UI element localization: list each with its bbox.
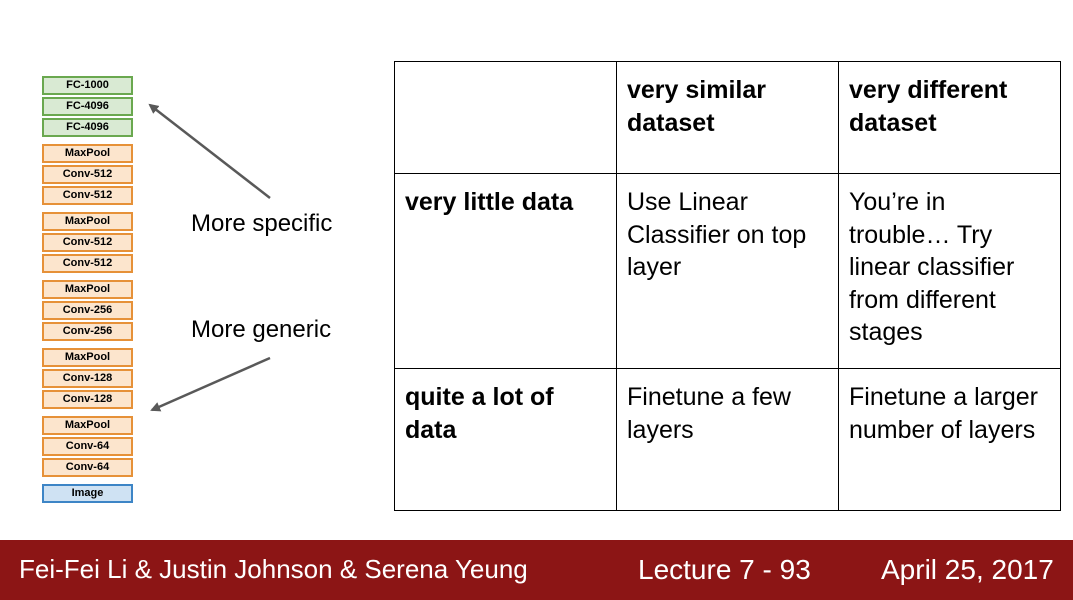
arrows xyxy=(148,103,271,412)
layer-conv-512: Conv-512 xyxy=(42,186,133,205)
cell-lot-different: Finetune a larger number of layers xyxy=(838,368,1061,511)
layer-conv-256: Conv-256 xyxy=(42,301,133,320)
layer-maxpool: MaxPool xyxy=(42,144,133,163)
layer-conv-64: Conv-64 xyxy=(42,458,133,477)
layer-conv-128: Conv-128 xyxy=(42,390,133,409)
layer-conv-256: Conv-256 xyxy=(42,322,133,341)
header-very-similar: very similar dataset xyxy=(616,61,839,174)
table-row: quite a lot of data Finetune a few layer… xyxy=(394,368,1061,511)
layer-conv-512: Conv-512 xyxy=(42,254,133,273)
layer-maxpool: MaxPool xyxy=(42,416,133,435)
annotation-more-generic: More generic xyxy=(191,316,332,343)
layer-conv-512: Conv-512 xyxy=(42,233,133,252)
layer-maxpool: MaxPool xyxy=(42,212,133,231)
arrow-specific xyxy=(148,103,271,199)
row-label-lot-of-data: quite a lot of data xyxy=(394,368,617,511)
layer-conv-512: Conv-512 xyxy=(42,165,133,184)
transfer-learning-table: very similar dataset very different data… xyxy=(394,61,1061,511)
layer-fc-4096: FC-4096 xyxy=(42,97,133,116)
layer-maxpool: MaxPool xyxy=(42,280,133,299)
row-label-little-data: very little data xyxy=(394,173,617,369)
arrow-generic xyxy=(150,356,271,412)
table-header-row: very similar dataset very different data… xyxy=(394,61,1061,174)
layer-image: Image xyxy=(42,484,133,503)
footer-lecture: Lecture 7 - 93 xyxy=(638,554,811,585)
layer-conv-128: Conv-128 xyxy=(42,369,133,388)
cell-lot-similar: Finetune a few layers xyxy=(616,368,839,511)
cell-little-similar: Use Linear Classifier on top layer xyxy=(616,173,839,369)
table-row: very little data Use Linear Classifier o… xyxy=(394,173,1061,369)
footer-authors: Fei-Fei Li & Justin Johnson & Serena Yeu… xyxy=(19,554,528,584)
layer-maxpool: MaxPool xyxy=(42,348,133,367)
annotation-more-specific: More specific xyxy=(191,210,333,237)
footer-date: April 25, 2017 xyxy=(881,554,1054,585)
footer-bar: Fei-Fei Li & Justin Johnson & Serena Yeu… xyxy=(0,540,1073,600)
header-corner-cell xyxy=(394,61,617,174)
layer-fc-1000: FC-1000 xyxy=(42,76,133,95)
header-very-different: very different dataset xyxy=(838,61,1061,174)
layer-fc-4096: FC-4096 xyxy=(42,118,133,137)
cell-little-different: You’re in trouble… Try linear classifier… xyxy=(838,173,1061,369)
layer-conv-64: Conv-64 xyxy=(42,437,133,456)
